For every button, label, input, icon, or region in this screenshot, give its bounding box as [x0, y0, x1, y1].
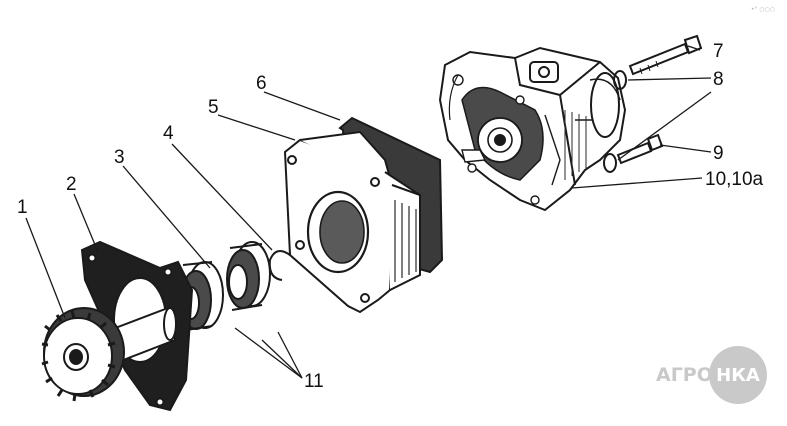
- pump-housing: [438, 46, 627, 212]
- drive-gear: [41, 306, 177, 402]
- bearing-front: [226, 241, 271, 311]
- watermark-circle: НКА: [709, 346, 767, 404]
- callout-3: 3: [114, 147, 125, 168]
- callout-5: 5: [208, 97, 219, 118]
- mounting-flange: [283, 130, 421, 314]
- short-bolt: [616, 133, 664, 165]
- watermark-left-text: АГРО: [656, 364, 713, 386]
- snap-ring: [268, 250, 291, 281]
- leader-lines: [25, 45, 712, 379]
- callout-7: 7: [713, 41, 724, 62]
- callout-2: 2: [66, 174, 77, 195]
- watermark-circle-text: НКА: [716, 365, 760, 386]
- callout-9: 9: [713, 143, 724, 164]
- callout-8: 8: [713, 69, 724, 90]
- callout-4: 4: [163, 123, 174, 144]
- washer-8: [603, 70, 627, 173]
- callout-6: 6: [256, 73, 267, 94]
- callout-11: 11: [304, 371, 324, 392]
- callout-1: 1: [17, 197, 28, 218]
- callout-10-10a: 10,10a: [705, 169, 764, 190]
- corner-mark: •° ○○○: [750, 6, 775, 13]
- agronka-watermark-logo: АГРО НКА: [656, 344, 776, 408]
- long-bolt: [628, 34, 703, 76]
